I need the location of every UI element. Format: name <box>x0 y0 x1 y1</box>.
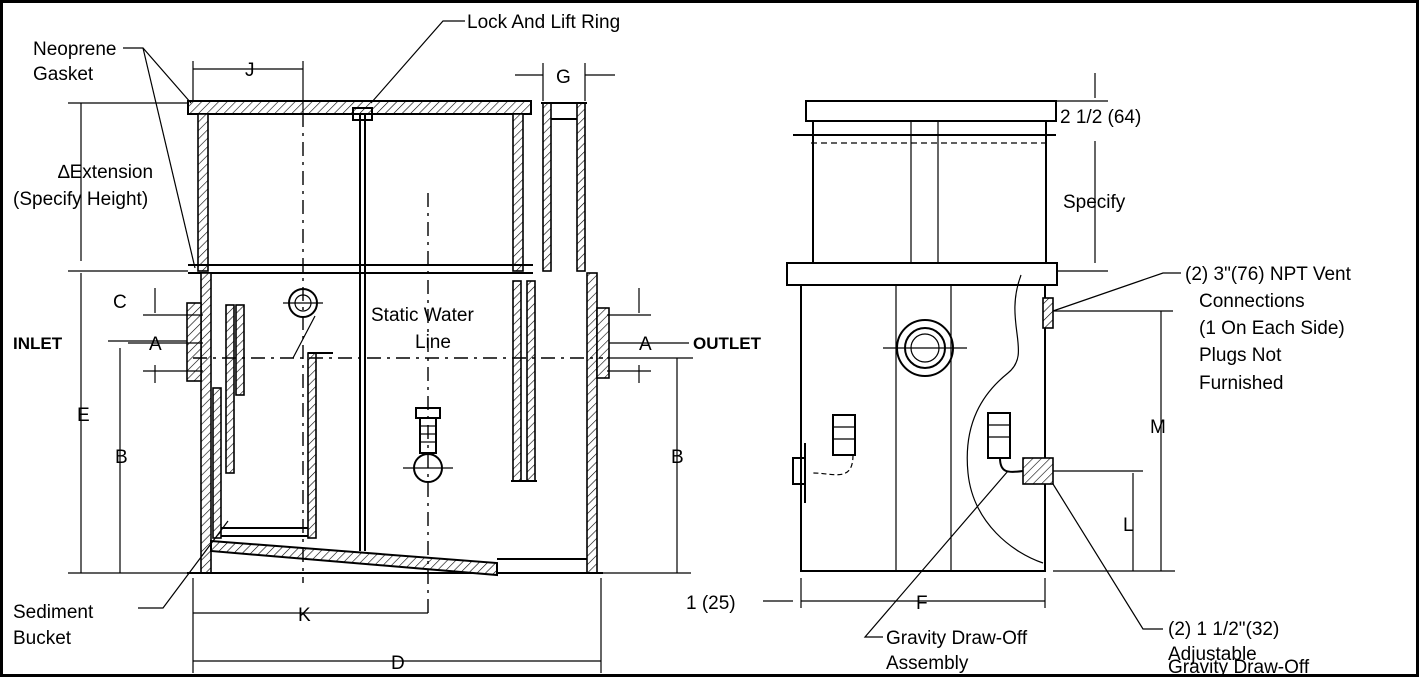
label-one-25: 1 (25) <box>686 593 736 614</box>
dim-d: D <box>391 653 405 674</box>
outlet-baffle-left <box>512 280 522 482</box>
extension-wall-left <box>197 113 209 272</box>
extension-wall-right <box>512 113 524 272</box>
dim-l: L <box>1123 515 1134 536</box>
label-adj-1: (2) 1 1/2"(32) <box>1168 619 1279 640</box>
interceptor-drawing: Lock And Lift Ring Neoprene Gasket J G ∆… <box>13 12 1352 674</box>
label-gasket: Gasket <box>33 64 94 85</box>
label-vent-3: (1 On Each Side) <box>1199 318 1345 339</box>
dim-b-left: B <box>115 447 128 468</box>
adjustable-drawoff <box>1022 457 1054 485</box>
label-specify-height: (Specify Height) <box>13 189 148 210</box>
dim-j: J <box>245 60 255 81</box>
label-extension: ∆Extension <box>58 162 153 183</box>
dim-f: F <box>916 593 928 614</box>
dim-a-right: A <box>639 334 652 355</box>
label-bucket: Bucket <box>13 628 72 649</box>
bucket-wall-left <box>212 387 222 539</box>
dim-k: K <box>298 605 311 626</box>
label-lock-lift-ring: Lock And Lift Ring <box>467 12 620 33</box>
dim-m: M <box>1150 417 1166 438</box>
section-view <box>68 20 693 673</box>
dim-e: E <box>77 405 90 426</box>
label-specify: Specify <box>1063 192 1126 213</box>
label-vent-1: (2) 3"(76) NPT Vent <box>1185 264 1352 285</box>
label-gravity-2: Assembly <box>886 653 969 674</box>
dim-a-left: A <box>149 334 162 355</box>
outlet-baffle-right <box>526 280 536 482</box>
outlet-hub <box>596 307 610 379</box>
label-inlet: INLET <box>13 334 63 353</box>
label-outlet: OUTLET <box>693 334 762 353</box>
inlet-baffle-2 <box>235 304 245 396</box>
label-adj-2: Adjustable <box>1168 644 1257 665</box>
label-gravity-1: Gravity Draw-Off <box>886 628 1028 649</box>
inlet-baffle <box>225 304 235 474</box>
label-vent-5: Furnished <box>1199 373 1284 394</box>
elev-flange <box>786 262 1058 286</box>
body-wall-right <box>586 272 598 574</box>
label-static-water: Static Water <box>371 305 474 326</box>
bucket-wall-right <box>307 352 317 539</box>
label-line: Line <box>415 332 451 353</box>
dim-g: G <box>556 67 571 88</box>
label-vent-2: Connections <box>1199 291 1305 312</box>
body-wall-left <box>200 272 212 574</box>
sloped-bottom <box>210 539 498 577</box>
label-sediment: Sediment <box>13 602 94 623</box>
elev-body <box>800 284 1046 572</box>
label-top-dim: 2 1/2 (64) <box>1060 107 1141 128</box>
label-adj-3: Gravity Draw-Off <box>1168 657 1310 674</box>
dim-b-right: B <box>671 447 684 468</box>
vent-pipe-wall-left <box>542 102 552 272</box>
elevation-view <box>763 73 1181 638</box>
inlet-hub <box>186 302 202 382</box>
elev-cover <box>805 100 1057 122</box>
vent-pipe-wall-right <box>576 102 586 272</box>
vent-plug <box>1042 297 1054 329</box>
dim-c: C <box>113 292 127 313</box>
label-neoprene: Neoprene <box>33 39 116 60</box>
label-vent-4: Plugs Not <box>1199 345 1282 366</box>
